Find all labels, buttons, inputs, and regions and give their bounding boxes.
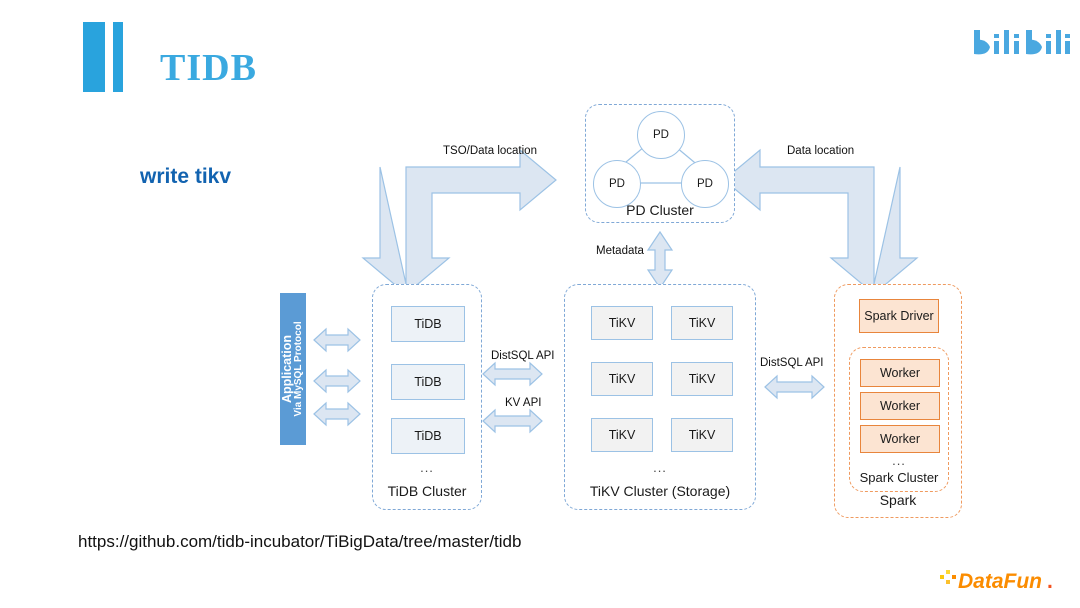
title-accent-bar-left [83, 22, 105, 92]
tidb-cluster-box[interactable]: TiDB TiDB TiDB ... TiDB Cluster [372, 284, 482, 510]
tidb-cluster-label: TiDB Cluster [387, 483, 467, 499]
spark-outer-label: Spark [879, 492, 917, 508]
tikv-node-5[interactable]: TiKV [591, 418, 653, 452]
edge-label-tso-data-location: TSO/Data location [443, 145, 537, 157]
pd-node-left[interactable]: PD [593, 160, 641, 208]
edge-label-distsql-api-right: DistSQL API [760, 357, 824, 369]
tidb-node-3[interactable]: TiDB [391, 418, 465, 454]
datafun-watermark: DataFun . [938, 566, 1066, 596]
tidb-node-2[interactable]: TiDB [391, 364, 465, 400]
tidb-node-1[interactable]: TiDB [391, 306, 465, 342]
pd-node-right[interactable]: PD [681, 160, 729, 208]
tikv-node-1[interactable]: TiKV [591, 306, 653, 340]
edge-label-kv-api: KV API [505, 397, 542, 409]
spark-worker-1[interactable]: Worker [860, 359, 940, 387]
pd-cluster-box[interactable]: PD PD PD PD Cluster [585, 104, 735, 223]
svg-text:DataFun: DataFun [958, 570, 1042, 593]
spark-cluster-ellipsis: ... [892, 453, 906, 468]
edge-label-metadata: Metadata [596, 245, 644, 257]
edge-label-distsql-api-left: DistSQL API [491, 350, 555, 362]
title-accent-bar-right [113, 22, 123, 92]
tikv-node-3[interactable]: TiKV [591, 362, 653, 396]
tidb-cluster-ellipsis: ... [420, 460, 434, 475]
pd-node-top[interactable]: PD [637, 111, 685, 159]
tikv-node-6[interactable]: TiKV [671, 418, 733, 452]
page-title: TIDB [160, 47, 257, 89]
pd-cluster-label: PD Cluster [626, 202, 694, 218]
spark-cluster-box[interactable]: Worker Worker Worker ... Spark Cluster [849, 347, 949, 492]
bilibili-logo [972, 24, 1072, 64]
source-url-text: https://github.com/tidb-incubator/TiBigD… [78, 532, 522, 551]
spark-box[interactable]: Spark Driver Worker Worker Worker ... Sp… [834, 284, 962, 518]
spark-cluster-label: Spark Cluster [859, 470, 939, 485]
application-label-line2: Via MySQL Protocol [293, 321, 305, 417]
application-bar: Application Via MySQL Protocol [280, 293, 306, 445]
spark-worker-3[interactable]: Worker [860, 425, 940, 453]
slide-subtitle: write tikv [140, 165, 232, 188]
edge-label-data-location: Data location [787, 145, 855, 157]
tikv-cluster-ellipsis: ... [653, 460, 667, 475]
tikv-cluster-label: TiKV Cluster (Storage) [589, 483, 731, 499]
svg-text:.: . [1047, 570, 1053, 593]
tikv-cluster-box[interactable]: TiKV TiKV TiKV TiKV TiKV TiKV ... TiKV C… [564, 284, 756, 510]
spark-worker-2[interactable]: Worker [860, 392, 940, 420]
tikv-node-2[interactable]: TiKV [671, 306, 733, 340]
tikv-node-4[interactable]: TiKV [671, 362, 733, 396]
spark-driver-node[interactable]: Spark Driver [859, 299, 939, 333]
